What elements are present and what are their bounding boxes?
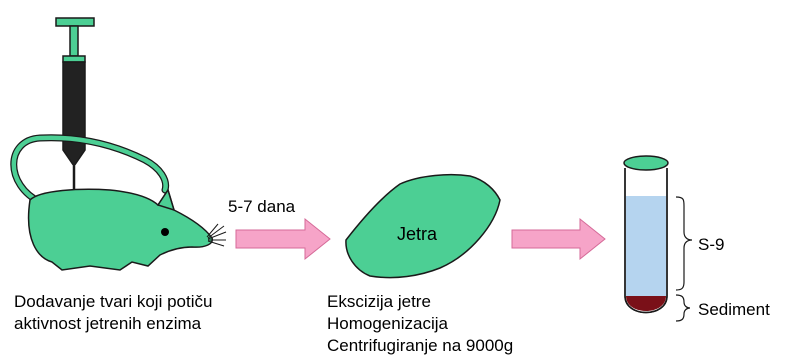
s9-label: S-9 [698,235,725,254]
sediment-label: Sediment [698,300,770,319]
liver-label: Jetra [397,224,438,244]
pellet-layer [626,296,666,311]
tube-cap [623,155,669,171]
rat-caption-line: Dodavanje tvari koji potiču [14,292,213,311]
supernatant-layer [626,196,666,298]
rat-caption-line: aktivnost jetrenih enzima [14,314,202,333]
process-steps: Ekscizija jetre Homogenizacija Centrifug… [327,291,513,357]
liver-illustration: Jetra [345,173,501,279]
process-step: Centrifugiranje na 9000g [327,336,514,355]
syringe-icon [55,17,95,192]
duration-label: 5-7 dana [228,197,296,216]
rat-illustration [10,134,227,271]
s9-brace-icon [675,196,693,291]
process-step: Homogenizacija [327,314,448,333]
process-step: Ekscizija jetre [327,292,431,311]
rat-eye-icon [161,228,169,236]
sediment-brace-icon [675,294,691,322]
arrow-to-tube-icon [511,217,606,261]
rat-caption: Dodavanje tvari koji potiču aktivnost je… [14,291,212,335]
test-tube-illustration [623,155,669,314]
arrow-to-liver-icon [235,217,331,261]
